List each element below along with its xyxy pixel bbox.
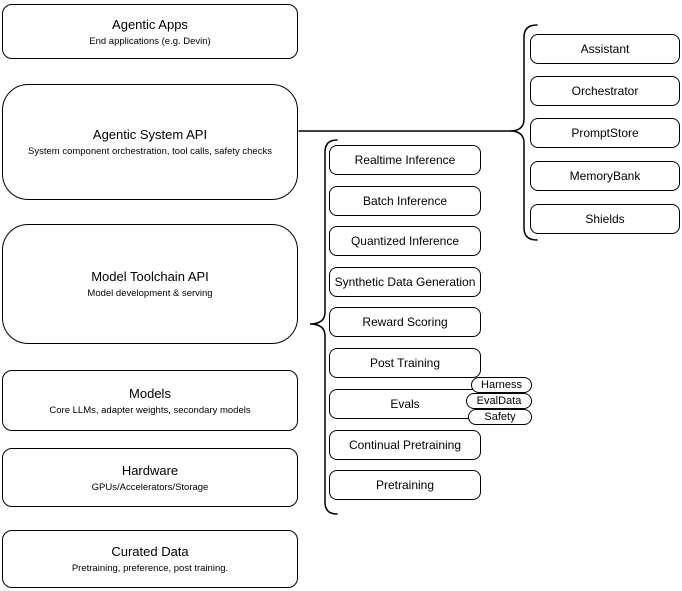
node-label: Assistant bbox=[580, 42, 630, 56]
node-label: MemoryBank bbox=[569, 169, 641, 183]
node-hardware: Hardware GPUs/Accelerators/Storage bbox=[2, 448, 298, 507]
node-orchestrator: Orchestrator bbox=[530, 76, 680, 106]
node-pretraining: Pretraining bbox=[329, 470, 481, 500]
node-promptstore: PromptStore bbox=[530, 118, 680, 148]
node-label: Continual Pretraining bbox=[348, 438, 462, 452]
node-label: Evals bbox=[390, 397, 420, 411]
node-label: Pretraining bbox=[375, 478, 435, 492]
node-agentic-apps: Agentic Apps End applications (e.g. Devi… bbox=[2, 4, 298, 59]
node-label: Quantized Inference bbox=[350, 234, 460, 248]
node-shields: Shields bbox=[530, 204, 680, 234]
system-components-brace bbox=[509, 24, 538, 241]
pill-evaldata: EvalData bbox=[466, 393, 532, 409]
node-label: PromptStore bbox=[571, 126, 639, 140]
node-continual-pretraining: Continual Pretraining bbox=[329, 430, 481, 460]
node-title: Curated Data bbox=[111, 544, 189, 559]
pill-safety: Safety bbox=[468, 409, 532, 425]
node-title: Agentic Apps bbox=[112, 16, 188, 32]
node-quantized-inference: Quantized Inference bbox=[329, 226, 481, 256]
node-title: Models bbox=[129, 385, 171, 401]
node-label: Post Training bbox=[369, 356, 441, 370]
node-post-training: Post Training bbox=[329, 348, 481, 378]
node-subtitle: End applications (e.g. Devin) bbox=[89, 35, 211, 47]
node-curated-data: Curated Data Pretraining, preference, po… bbox=[2, 530, 298, 588]
pill-label: Harness bbox=[481, 379, 522, 391]
node-label: Batch Inference bbox=[362, 194, 448, 208]
node-subtitle: GPUs/Accelerators/Storage bbox=[91, 481, 209, 493]
node-batch-inference: Batch Inference bbox=[329, 186, 481, 216]
node-subtitle: System component orchestration, tool cal… bbox=[28, 146, 272, 157]
node-agentic-system-api: Agentic System API System component orch… bbox=[2, 84, 298, 200]
node-assistant: Assistant bbox=[530, 34, 680, 64]
node-realtime-inference: Realtime Inference bbox=[329, 145, 481, 175]
pill-harness: Harness bbox=[471, 377, 532, 393]
node-model-toolchain-api: Model Toolchain API Model development & … bbox=[2, 224, 298, 344]
node-label: Synthetic Data Generation bbox=[334, 275, 476, 289]
node-subtitle: Core LLMs, adapter weights, secondary mo… bbox=[49, 404, 251, 416]
node-label: Shields bbox=[585, 212, 625, 226]
node-label: Realtime Inference bbox=[354, 153, 456, 167]
node-title: Hardware bbox=[121, 462, 179, 478]
node-models: Models Core LLMs, adapter weights, secon… bbox=[2, 370, 298, 431]
pill-label: Safety bbox=[484, 411, 516, 423]
pill-label: EvalData bbox=[476, 395, 522, 407]
node-label: Orchestrator bbox=[571, 84, 639, 98]
node-synthetic-data-generation: Synthetic Data Generation bbox=[329, 267, 481, 297]
node-memorybank: MemoryBank bbox=[530, 161, 680, 191]
toolchain-components-brace bbox=[309, 139, 338, 515]
node-subtitle: Pretraining, preference, post training. bbox=[71, 563, 229, 574]
node-evals: Evals bbox=[329, 389, 481, 419]
node-label: Reward Scoring bbox=[362, 315, 448, 329]
node-subtitle: Model development & serving bbox=[87, 288, 213, 299]
node-title: Model Toolchain API bbox=[91, 269, 209, 284]
node-reward-scoring: Reward Scoring bbox=[329, 307, 481, 337]
node-title: Agentic System API bbox=[92, 127, 208, 142]
